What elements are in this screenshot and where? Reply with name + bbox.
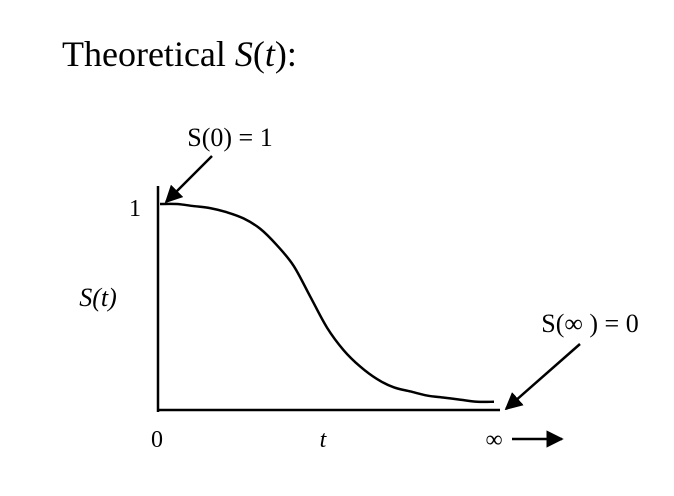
start-annotation-arrow xyxy=(164,155,213,204)
x-tick-0: 0 xyxy=(151,427,163,453)
title-close-paren: ) xyxy=(274,34,287,74)
slide-title: Theoretical S(t): xyxy=(62,34,297,75)
start-annotation: S(0) = 1 xyxy=(187,123,272,152)
title-variable: t xyxy=(264,34,275,74)
x-tick-t: t xyxy=(320,427,328,453)
title-function: S xyxy=(234,34,253,74)
end-annotation: S(∞ ) = 0 xyxy=(541,309,638,338)
title-open-paren: ( xyxy=(252,34,265,74)
y-axis-label: S(t) xyxy=(79,283,117,312)
survival-curve xyxy=(159,202,495,404)
title-colon: : xyxy=(286,34,297,74)
x-tick-infinity: ∞ xyxy=(485,427,502,453)
end-annotation-arrow xyxy=(504,343,581,411)
y-tick-1: 1 xyxy=(129,196,141,222)
title-prefix: Theoretical xyxy=(62,34,235,74)
